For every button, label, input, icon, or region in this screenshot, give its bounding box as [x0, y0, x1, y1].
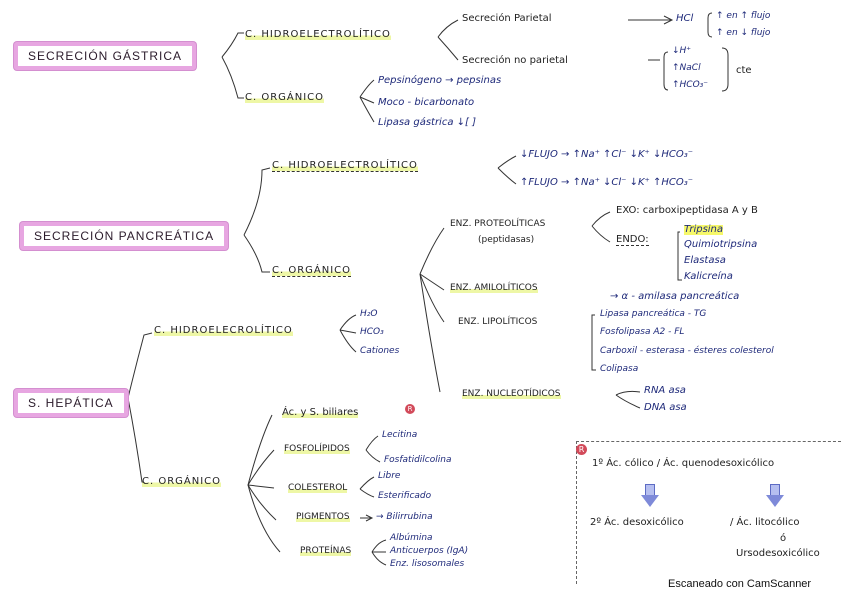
s2-lipo-item: Carboxil - esterasa - ésteres colesterol [600, 346, 774, 356]
s2-endo-item: Elastasa [684, 255, 726, 266]
down-arrow-icon [766, 495, 784, 507]
s3-organico-heading: C. ORGÁNICO [142, 476, 222, 487]
s3-fosfolipidos: FOSFOLÍPIDOS [284, 444, 350, 454]
s2-amilasa: → α - amilasa pancreática [610, 291, 740, 302]
s1-hcl: HCl [676, 13, 694, 24]
s3-colesterol: COLESTEROL [288, 483, 348, 493]
s2-endo: ENDO: [616, 234, 649, 246]
reference-mark-icon: R [405, 404, 415, 414]
s3-proteinas: PROTEÍNAS [300, 546, 352, 556]
s1-organico-heading: C. ORGÁNICO [245, 92, 325, 103]
s1-cte: cte [736, 65, 752, 76]
s1-org-item: Moco - bicarbonato [378, 97, 475, 108]
s3-acidos-biliares: Ác. y S. biliares [282, 407, 359, 418]
s3-hidro-item: H₂O [360, 309, 378, 319]
s1-org-item: Pepsinógeno → pepsinas [378, 75, 502, 86]
s3-pigmentos: PIGMENTOS [296, 512, 350, 522]
s1-np-item: ↑HCO₃⁻ [672, 80, 709, 90]
legend-ursodesoxicolico: Ursodesoxicólico [736, 548, 820, 559]
s2-peptidasas: (peptidasas) [478, 235, 535, 245]
s1-np-item: ↑NaCl [672, 63, 701, 73]
s3-fosfo-item: Lecitina [382, 430, 418, 440]
s3-prot-item: Albúmina [390, 533, 433, 543]
s2-lipo-item: Fosfolipasa A2 - FL [600, 327, 685, 337]
title-secrecion-gastrica: SECRECIÓN GÁSTRICA [14, 42, 197, 70]
s3-prot-item: Enz. lisosomales [390, 559, 465, 569]
s1-org-item: Lipasa gástrica ↓[ ] [378, 117, 477, 128]
s3-prot-item: Anticuerpos (IgA) [390, 546, 469, 556]
s2-proteoliticas: ENZ. PROTEOLÍTICAS [450, 219, 546, 229]
s3-hidro-item: HCO₃ [360, 327, 384, 337]
s2-nucleo-item: DNA asa [644, 402, 687, 413]
s2-lipo-item: Colipasa [600, 364, 639, 374]
title-s-hepatica: S. HEPÁTICA [14, 389, 128, 417]
s2-nucleotidicos: ENZ. NUCLEOTÍDICOS [462, 389, 561, 399]
s1-flujo-down: ↑ en ↓ flujo [716, 28, 771, 38]
s1-secrecion-no-parietal: Secreción no parietal [462, 55, 568, 66]
s2-endo-item: Quimiotripsina [684, 239, 758, 250]
s1-np-item: ↓H⁺ [672, 46, 692, 56]
s2-organico-heading: C. ORGÁNICO [272, 265, 352, 277]
legend-litocolico: / Ác. litocólico [730, 517, 800, 528]
title-secrecion-pancreatica: SECRECIÓN PANCREÁTICA [20, 222, 229, 250]
s3-coles-item: Esterificado [378, 491, 432, 501]
s3-hidro-item: Cationes [360, 346, 400, 356]
s3-coles-item: Libre [378, 471, 401, 481]
s3-bilirrubina: → Bilirrubina [376, 512, 433, 522]
s2-lipo-item: Lipasa pancreática - TG [600, 309, 707, 319]
legend-or: ó [780, 533, 787, 544]
s2-nucleo-item: RNA asa [644, 385, 686, 396]
s2-hidro-heading: C. HIDROELECTROLÍTICO [272, 160, 418, 172]
s1-hidro-heading: C. HIDROELECTROLÍTICO [245, 29, 391, 40]
s2-exo: EXO: carboxipeptidasa A y B [616, 205, 758, 216]
s3-hidro-heading: C. HIDROELECROLÍTICO [154, 325, 293, 336]
s2-flow-low: ↓FLUJO → ↑Na⁺ ↑Cl⁻ ↓K⁺ ↓HCO₃⁻ [520, 149, 694, 160]
s2-lipoliticos: ENZ. LIPOLÍTICOS [458, 317, 538, 327]
footer-scanner-credit: Escaneado con CamScanner [668, 578, 812, 590]
down-arrow-icon [641, 495, 659, 507]
s3-fosfo-item: Fosfatidilcolina [384, 455, 452, 465]
s2-amiloliticos: ENZ. AMILOLÍTICOS [450, 283, 538, 293]
reference-mark-icon: R [576, 444, 587, 455]
legend-primary-acids: 1º Ác. cólico / Ác. quenodesoxicólico [592, 458, 775, 469]
s2-flow-high: ↑FLUJO → ↑Na⁺ ↓Cl⁻ ↓K⁺ ↑HCO₃⁻ [520, 177, 694, 188]
s1-flujo-up: ↑ en ↑ flujo [716, 11, 771, 21]
s1-secrecion-parietal: Secreción Parietal [462, 13, 552, 24]
bile-acids-box [576, 441, 841, 584]
s2-endo-item: Tripsina [684, 224, 724, 235]
s2-endo-item: Kalicreína [684, 271, 733, 282]
legend-desoxicolico: 2º Ác. desoxicólico [590, 517, 684, 528]
